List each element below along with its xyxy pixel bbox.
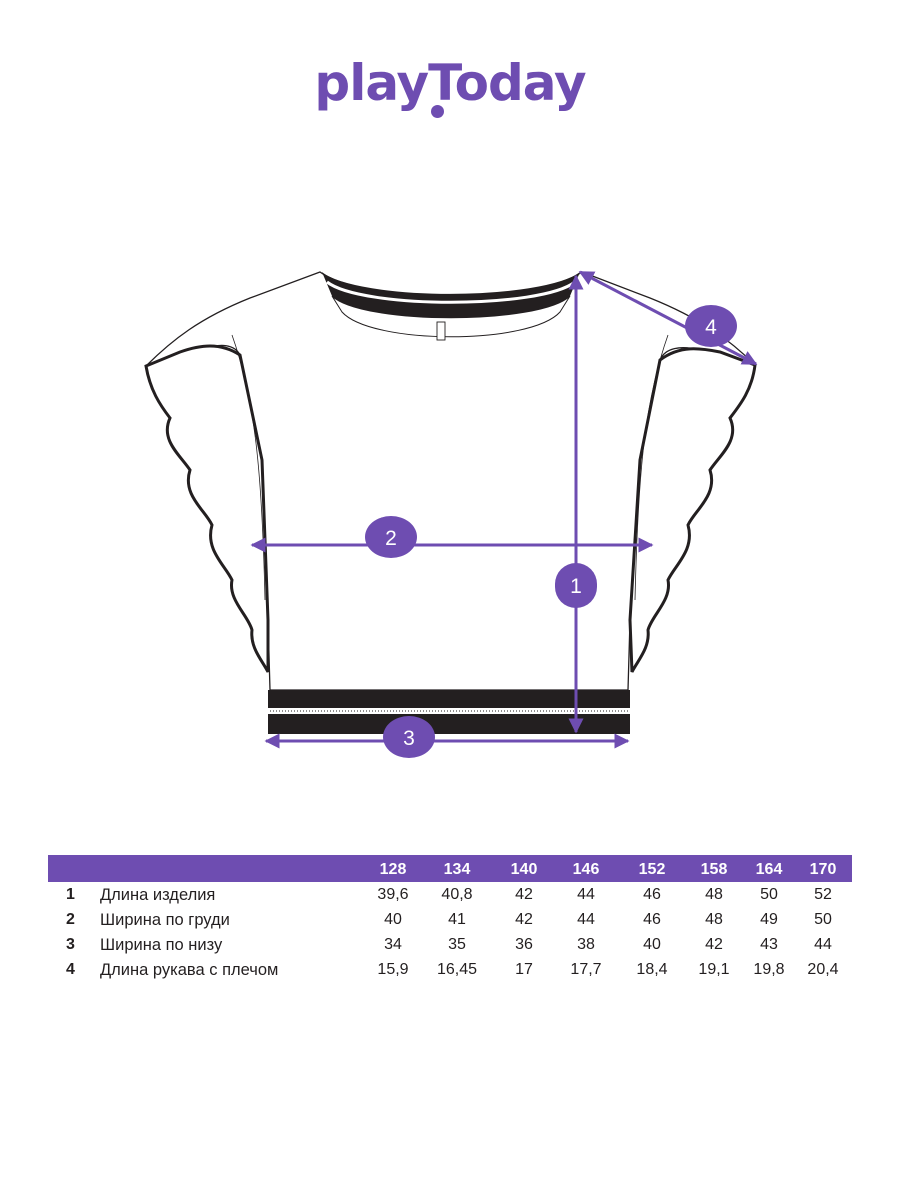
table-cell: 15,9 (377, 961, 409, 978)
table-cell: 44 (577, 886, 595, 903)
neckband (322, 272, 580, 318)
table-cell: 39,6 (377, 886, 409, 903)
row-label: Ширина по груди (100, 911, 230, 929)
neck-label (436, 321, 446, 341)
table-cell: 19,1 (698, 961, 730, 978)
size-header-140: 140 (510, 861, 538, 878)
table-cell: 40 (384, 911, 402, 928)
marker-2-label: 2 (385, 527, 397, 550)
size-table-header: 128 134 140 146 152 158 164 170 (48, 855, 852, 882)
table-cell: 42 (515, 911, 533, 928)
row-label: Ширина по низу (100, 936, 223, 954)
table-cell: 38 (577, 936, 595, 953)
table-row: 2 Ширина по груди 40 41 42 44 46 48 49 5… (48, 907, 852, 932)
table-cell: 44 (577, 911, 595, 928)
left-seam (231, 334, 266, 601)
size-header-152: 152 (638, 861, 666, 878)
table-cell: 49 (760, 911, 778, 928)
marker-2: 2 (365, 516, 417, 558)
table-cell: 17,7 (570, 961, 602, 978)
marker-3: 3 (383, 716, 435, 758)
table-cell: 40,8 (441, 886, 473, 903)
garment-measurement-diagram: 1 2 3 4 (0, 250, 900, 770)
hem-stripe (268, 708, 630, 714)
measure-line-4 (578, 270, 758, 366)
marker-1-label: 1 (570, 575, 582, 598)
table-cell: 42 (515, 886, 533, 903)
table-row: 4 Длина рукава с плечом 15,9 16,45 17 17… (48, 957, 852, 982)
table-cell: 50 (760, 886, 778, 903)
logo-wordmark: playToday (314, 54, 586, 112)
table-cell: 19,8 (753, 961, 785, 978)
left-ruffle (144, 344, 270, 673)
table-cell: 48 (705, 911, 723, 928)
table-cell: 50 (814, 911, 832, 928)
marker-4: 4 (685, 305, 737, 347)
measurement-lines (250, 270, 758, 749)
table-cell: 40 (643, 936, 661, 953)
table-cell: 43 (760, 936, 778, 953)
table-cell: 44 (814, 936, 832, 953)
table-cell: 41 (448, 911, 466, 928)
table-cell: 46 (643, 886, 661, 903)
size-header-170: 170 (809, 861, 837, 878)
size-header-164: 164 (755, 861, 783, 878)
table-cell: 35 (448, 936, 466, 953)
table-cell: 48 (705, 886, 723, 903)
row-number: 3 (66, 936, 75, 953)
table-cell: 42 (705, 936, 723, 953)
row-number: 1 (66, 886, 75, 903)
row-number: 4 (66, 961, 75, 978)
table-cell: 18,4 (636, 961, 668, 978)
size-header-134: 134 (443, 861, 471, 878)
t-shirt-sketch (144, 271, 757, 734)
marker-1: 1 (555, 563, 597, 608)
size-table: 128 134 140 146 152 158 164 170 1 Длина … (48, 855, 852, 982)
table-cell: 17 (515, 961, 533, 978)
table-cell: 46 (643, 911, 661, 928)
marker-4-label: 4 (705, 316, 717, 339)
marker-3-label: 3 (403, 727, 415, 750)
table-cell: 20,4 (807, 961, 839, 978)
row-label: Длина рукава с плечом (100, 961, 279, 979)
table-row: 3 Ширина по низу 34 35 36 38 40 42 43 44 (48, 932, 852, 957)
row-label: Длина изделия (100, 886, 216, 904)
row-number: 2 (66, 911, 75, 928)
table-row: 1 Длина изделия 39,6 40,8 42 44 46 48 50… (48, 882, 852, 907)
right-ruffle (628, 347, 757, 673)
neckband-inner (331, 295, 571, 338)
size-header-128: 128 (379, 861, 407, 878)
neckband-stripe (326, 280, 576, 304)
size-header-146: 146 (572, 861, 600, 878)
logo-dot (431, 105, 444, 118)
brand-logo: playToday (0, 48, 900, 128)
table-cell: 16,45 (436, 961, 478, 978)
table-cell: 36 (515, 936, 533, 953)
table-cell: 52 (814, 886, 832, 903)
size-header-158: 158 (700, 861, 728, 878)
table-cell: 34 (384, 936, 402, 953)
